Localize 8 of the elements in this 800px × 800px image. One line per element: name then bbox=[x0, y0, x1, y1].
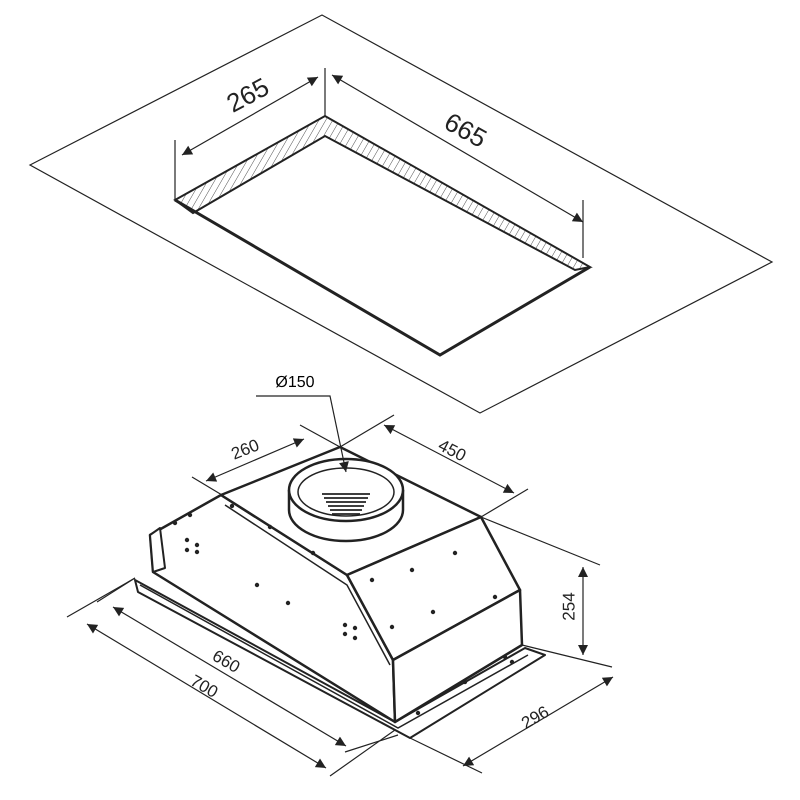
leader-line bbox=[256, 395, 349, 472]
leader-label: Ø150 bbox=[268, 372, 322, 396]
dimension-label: 265 bbox=[222, 73, 272, 117]
duct-outlet-drawing bbox=[287, 455, 405, 545]
dimension-label: 665 bbox=[440, 108, 490, 152]
dimension-label: 254 bbox=[560, 592, 578, 620]
dimension-label: 450 bbox=[436, 436, 469, 464]
dimension-label: 260 bbox=[228, 436, 262, 462]
